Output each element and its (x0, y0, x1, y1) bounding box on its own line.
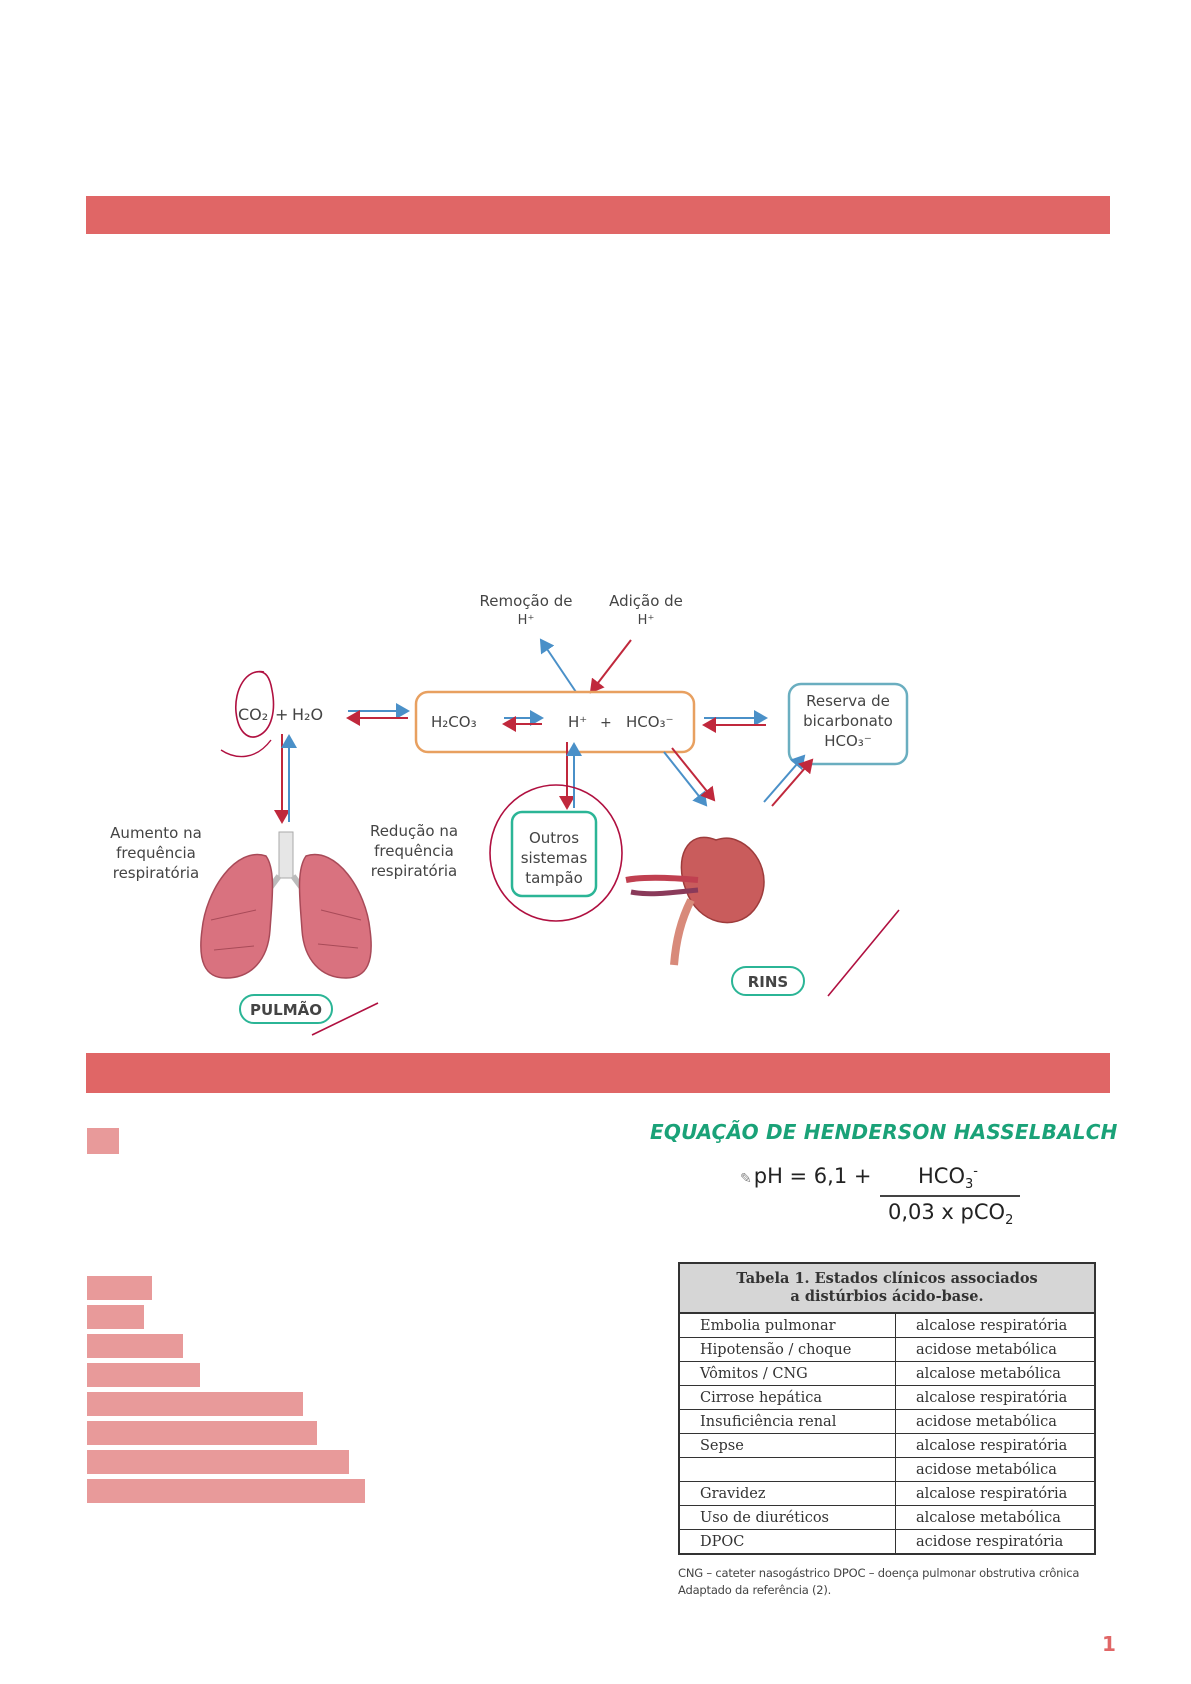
table-source: Adaptado da referência (2). (678, 1583, 832, 1597)
lungs-illustration (200, 831, 372, 979)
acid-base-regulation-diagram: Remoção de H⁺ Adição de H⁺ CO₂ + H₂O H₂C… (110, 592, 909, 1036)
condition-cell: Hipotensão / choque (678, 1337, 896, 1362)
removal-label: Remoção de (480, 592, 573, 610)
carbonic-acid-box (414, 690, 696, 754)
redacted-block (87, 1128, 119, 1154)
acid-base-state-cell: alcalose metabólica (895, 1505, 1096, 1530)
kidney-illustration (625, 836, 765, 966)
bicarbonate-reserve-box (787, 682, 909, 766)
reserve-label: bicarbonato (803, 712, 893, 730)
buffer-label: sistemas (521, 849, 588, 867)
acid-base-state-cell: alcalose respiratória (895, 1385, 1096, 1410)
removal-arrow (539, 638, 577, 693)
h-ion-label: H⁺ (568, 713, 587, 731)
table-footnote: CNG – cateter nasogástrico DPOC – doença… (678, 1566, 1080, 1580)
kidney-arrow (771, 758, 814, 807)
plus-sign: + (600, 715, 612, 731)
condition-cell: Vômitos / CNG (678, 1361, 896, 1386)
condition-cell: Embolia pulmonar (678, 1312, 896, 1338)
acid-base-state-cell: acidose metabólica (895, 1409, 1096, 1434)
acid-base-state-cell: acidose metabólica (895, 1457, 1096, 1482)
redacted-block (87, 1392, 303, 1416)
equation-numerator: HCO3- (918, 1164, 978, 1193)
reduction-label: frequência (374, 842, 454, 860)
condition-cell: Sepse (678, 1433, 896, 1458)
lung-badge-label: PULMÃO (250, 1000, 322, 1019)
reduction-label: Redução na (370, 822, 458, 840)
kidney-badge (731, 966, 805, 996)
kidney-arrow (663, 751, 708, 807)
fraction-bar (880, 1195, 1020, 1197)
co2-label: CO₂ (238, 705, 268, 724)
condition-cell: Uso de diuréticos (678, 1505, 896, 1530)
acid-base-state-cell: alcalose metabólica (895, 1361, 1096, 1386)
kidney-arrow (671, 747, 716, 802)
lung-badge (239, 994, 333, 1024)
acid-base-state-cell: alcalose respiratória (895, 1312, 1096, 1338)
increase-label: respiratória (113, 864, 200, 882)
addition-arrow (589, 639, 632, 694)
increase-label: frequência (116, 844, 196, 862)
acid-base-state-cell: acidose respiratória (895, 1529, 1096, 1555)
acid-base-state-cell: alcalose respiratória (895, 1481, 1096, 1506)
buffer-annotation-circle (489, 784, 623, 922)
condition-cell: DPOC (678, 1529, 896, 1555)
h2o-label: H₂O (292, 705, 323, 724)
check-annotation (827, 909, 900, 997)
page-number: 1 (1102, 1632, 1116, 1656)
hco3-label: HCO₃⁻ (626, 713, 674, 731)
plus-sign: + (275, 705, 288, 724)
condition-cell: Insuficiência renal (678, 1409, 896, 1434)
redacted-block (87, 1276, 152, 1300)
redacted-block (87, 1450, 349, 1474)
buffer-label: Outros (529, 829, 579, 847)
buffer-label: tampão (525, 869, 583, 887)
check-annotation (311, 1002, 379, 1036)
h2co3-label: H₂CO₃ (431, 713, 477, 731)
co2-annotation-tail (220, 739, 272, 758)
buffer-systems-box (510, 810, 598, 898)
redacted-block (87, 1479, 365, 1503)
co2-annotation-circle (235, 670, 275, 738)
reduction-label: respiratória (371, 862, 458, 880)
reserve-label: HCO₃⁻ (824, 732, 872, 750)
redacted-block (87, 1334, 183, 1358)
equation-title: EQUAÇÃO DE HENDERSON HASSELBALCH (650, 1120, 1118, 1144)
addition-label: Adição de (609, 592, 683, 610)
acid-base-state-cell: acidose metabólica (895, 1337, 1096, 1362)
condition-cell: Gravidez (678, 1481, 896, 1506)
header-band-top (86, 196, 1110, 234)
removal-label-ion: H⁺ (518, 613, 535, 628)
condition-cell: Cirrose hepática (678, 1385, 896, 1410)
increase-label: Aumento na (110, 824, 202, 842)
pencil-icon: ✎ (740, 1171, 752, 1187)
table-title: Tabela 1. Estados clínicos associados a … (678, 1262, 1096, 1314)
redacted-block (87, 1421, 317, 1445)
redacted-block (87, 1305, 144, 1329)
equation-denominator: 0,03 x pCO2 (888, 1200, 1014, 1229)
redacted-block (87, 1363, 200, 1387)
addition-label-ion: H⁺ (638, 613, 655, 628)
clinical-states-table: Tabela 1. Estados clínicos associados a … (678, 1262, 1096, 1555)
kidney-badge-label: RINS (748, 973, 789, 991)
henderson-hasselbalch-equation: ✎pH = 6,1 + HCO3- 0,03 x pCO2 (740, 1160, 1040, 1230)
header-band-mid (86, 1053, 1110, 1093)
kidney-arrow (763, 754, 806, 803)
equation-lhs: pH = 6,1 + (753, 1164, 872, 1188)
acid-base-state-cell: alcalose respiratória (895, 1433, 1096, 1458)
reserve-label: Reserva de (806, 692, 890, 710)
condition-cell (678, 1457, 896, 1482)
table-row: acidose metabólica (678, 1457, 1096, 1482)
